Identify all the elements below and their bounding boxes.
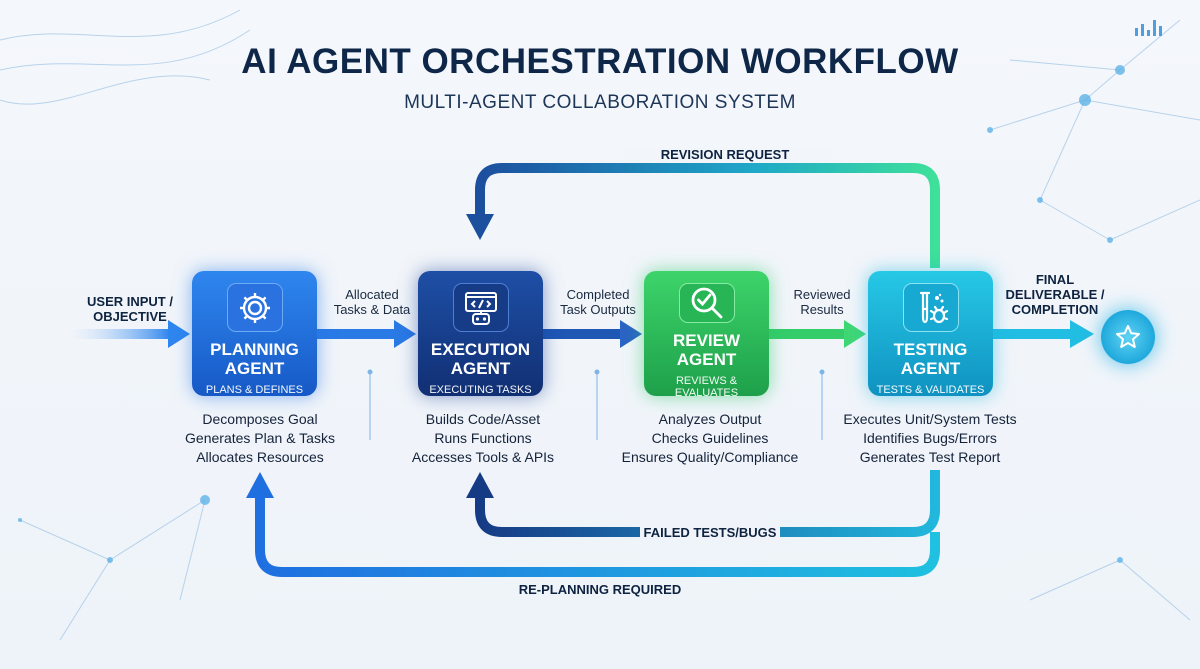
revision-loop-head bbox=[466, 214, 494, 240]
edge-label-reviewed: Reviewed Results bbox=[793, 287, 851, 317]
duty-item: Checks Guidelines bbox=[651, 430, 769, 446]
planning-agent-name: PLANNING AGENT bbox=[210, 340, 299, 378]
duty-item: Allocates Resources bbox=[196, 449, 324, 465]
replan-loop-path bbox=[255, 496, 940, 577]
duty-item: Generates Test Report bbox=[859, 449, 1001, 465]
duty-item: Accesses Tools & APIs bbox=[411, 449, 555, 465]
edge-label-allocated: Allocated Tasks & Data bbox=[333, 287, 411, 317]
input-arrow-head bbox=[168, 320, 190, 348]
planning-agent-sub: PLANS & DEFINES bbox=[205, 384, 304, 396]
testing-agent-name: TESTING AGENT bbox=[893, 340, 968, 378]
review-agent-card[interactable]: REVIEW AGENT REVIEWS & EVALUATES bbox=[644, 271, 769, 399]
review-duties: Analyzes Output Checks Guidelines Ensure… bbox=[610, 410, 810, 467]
input-label: USER INPUT / OBJECTIVE bbox=[87, 294, 173, 324]
planning-duties: Decomposes Goal Generates Plan & Tasks A… bbox=[170, 410, 350, 467]
duty-item: Decomposes Goal bbox=[202, 411, 318, 427]
input-arrow-shaft bbox=[70, 329, 170, 339]
page-title: AI AGENT ORCHESTRATION WORKFLOW bbox=[241, 42, 959, 81]
magnifier-check-icon bbox=[678, 283, 735, 323]
completion-star-icon bbox=[1101, 310, 1155, 364]
execution-agent-name: EXECUTION AGENT bbox=[430, 340, 531, 378]
duty-item: Builds Code/Asset bbox=[425, 411, 541, 427]
edge-label-completed: Completed Task Outputs bbox=[560, 287, 636, 317]
execution-agent-card[interactable]: EXECUTION AGENT EXECUTING TASKS bbox=[418, 271, 543, 396]
execution-agent-sub: EXECUTING TASKS bbox=[429, 384, 532, 396]
revision-loop-path bbox=[475, 163, 940, 268]
execution-duties: Builds Code/Asset Runs Functions Accesse… bbox=[393, 410, 573, 467]
duty-item: Analyzes Output bbox=[658, 411, 762, 427]
review-agent-sub: REVIEWS & EVALUATES bbox=[674, 375, 739, 399]
failed-loop-head bbox=[466, 472, 494, 498]
forward-arrows bbox=[317, 320, 1094, 348]
testing-agent-sub: TESTS & VALIDATES bbox=[876, 384, 985, 396]
duty-item: Generates Plan & Tasks bbox=[185, 430, 335, 446]
loop-label-replan: RE-PLANNING REQUIRED bbox=[518, 582, 682, 597]
planning-agent-card[interactable]: PLANNING AGENT PLANS & DEFINES bbox=[192, 271, 317, 396]
page-subtitle: MULTI-AGENT COLLABORATION SYSTEM bbox=[404, 92, 796, 113]
failed-loop-path bbox=[475, 470, 940, 537]
duty-item: Ensures Quality/Compliance bbox=[621, 449, 799, 465]
test-tube-bug-icon bbox=[902, 283, 959, 332]
output-label: FINAL DELIVERABLE / COMPLETION bbox=[1005, 272, 1105, 317]
gear-icon bbox=[226, 283, 283, 332]
duty-item: Executes Unit/System Tests bbox=[843, 411, 1017, 427]
loop-label-failed: FAILED TESTS/BUGS bbox=[640, 525, 780, 540]
testing-duties: Executes Unit/System Tests Identifies Bu… bbox=[830, 410, 1030, 467]
duty-item: Runs Functions bbox=[434, 430, 532, 446]
replan-loop-head bbox=[246, 472, 274, 498]
code-robot-icon bbox=[452, 283, 509, 332]
testing-agent-card[interactable]: TESTING AGENT TESTS & VALIDATES bbox=[868, 271, 993, 396]
loop-label-revision: REVISION REQUEST bbox=[620, 147, 830, 162]
duty-item: Identifies Bugs/Errors bbox=[863, 430, 997, 446]
review-agent-name: REVIEW AGENT bbox=[672, 331, 741, 369]
